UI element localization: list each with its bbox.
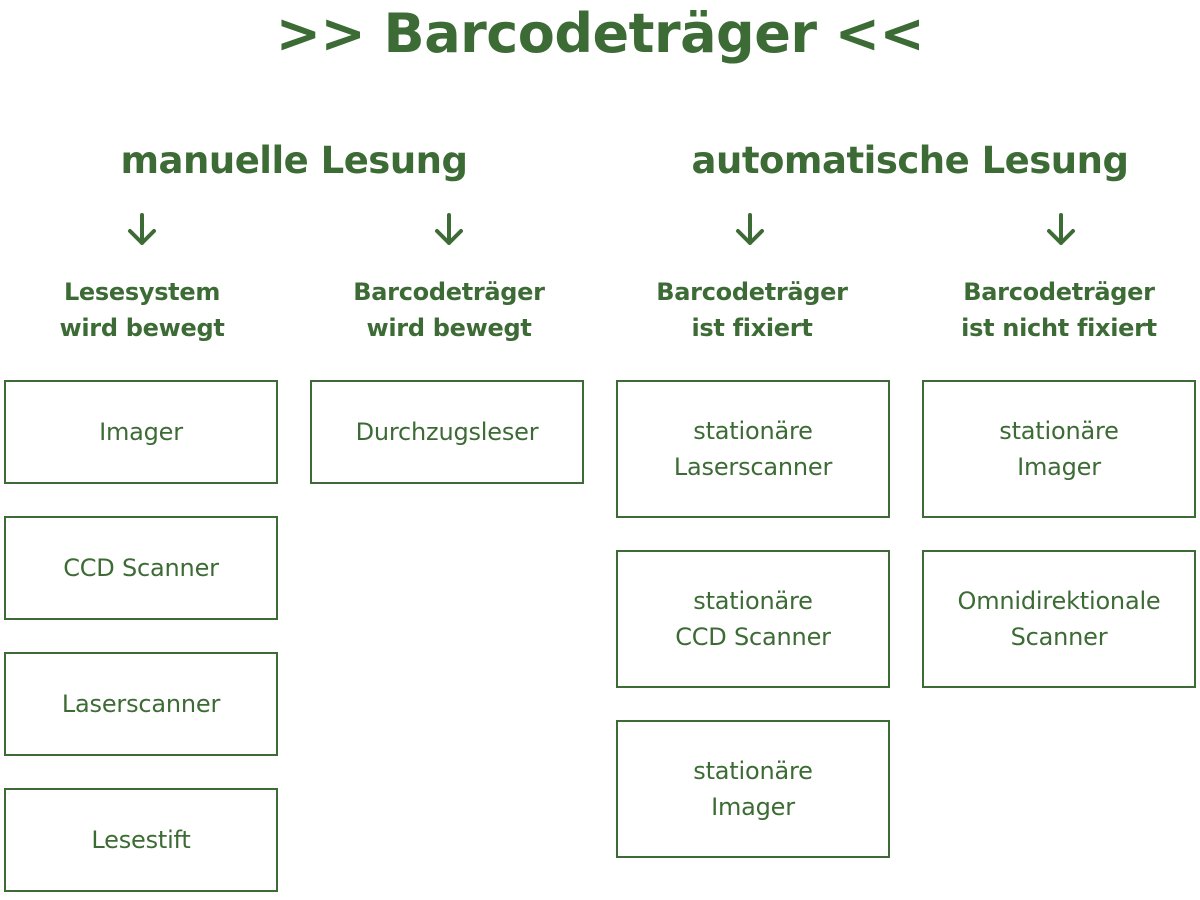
arrow-down-icon [122,212,162,248]
box-ccd-scanner: CCD Scanner [4,516,278,620]
arrow-down-icon [730,212,770,248]
arrow-down-icon [1041,212,1081,248]
box-stationary-imager: stationäre Imager [616,720,890,858]
box-omnidirectional-scanner: Omnidirektionale Scanner [922,550,1196,688]
column-heading-carrier-moved: Barcodeträger wird bewegt [353,278,545,342]
column-heading-reader-moved: Lesesystem wird bewegt [59,278,225,342]
group-heading-automatic: automatische Lesung [691,139,1129,182]
box-stationary-ccd-scanner: stationäre CCD Scanner [616,550,890,688]
box-lesestift: Lesestift [4,788,278,892]
arrow-down-icon [429,212,469,248]
box-imager: Imager [4,380,278,484]
box-laserscanner: Laserscanner [4,652,278,756]
box-stationary-laserscanner: stationäre Laserscanner [616,380,890,518]
box-durchzugsleser: Durchzugsleser [310,380,584,484]
column-heading-carrier-not-fixed: Barcodeträger ist nicht fixiert [961,278,1157,342]
box-stationary-imager-2: stationäre Imager [922,380,1196,518]
diagram-title: >> Barcodeträger << [275,2,925,65]
group-heading-manual: manuelle Lesung [120,139,469,182]
column-heading-carrier-fixed: Barcodeträger ist fixiert [656,278,848,342]
